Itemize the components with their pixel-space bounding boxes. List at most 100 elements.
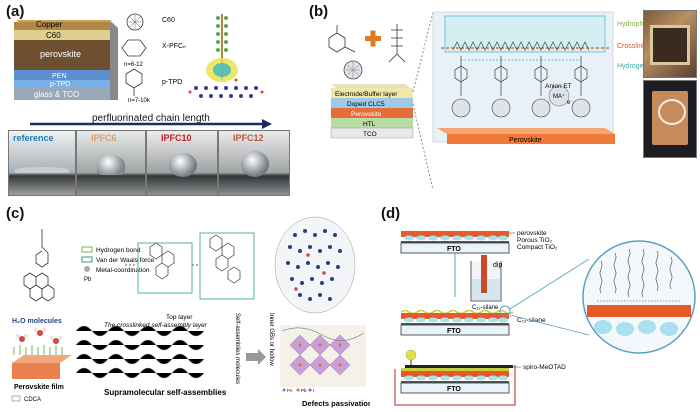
legend-c-vdw: Van der Waals force [96,257,155,264]
crosslink-diagram: Electrode/Buffer layer Doped CLC5 Perovs… [328,11,674,191]
self-assembly-diagram: Hydrogen bond Van der Waals force Metal-… [11,216,370,408]
lightbulb-icon [405,349,417,361]
self-assembly-layer [75,325,205,379]
h2o-molecules [16,328,62,344]
svg-text:I: I [313,388,314,393]
copper-layer [14,22,110,30]
legend-c-pb: Pb [84,277,92,283]
pfc-molecule-icon [121,39,147,57]
ptpd-molecule-icon [125,68,143,96]
label-compact-tio2: Compact TiO₂ [517,244,558,251]
layer-stack [14,20,118,100]
vdw-box-2 [199,232,255,300]
side-label-2: Inner GBs or hollow [268,313,274,366]
cdca-label: CDCA [24,397,41,403]
ma-label: MA⁺ [553,93,565,100]
metal-legend-swatch [84,266,90,272]
dip-label: dip [493,262,502,269]
electron-label: e⁻ [567,100,574,106]
hydrophobic-region [444,15,606,53]
c60-layer [14,30,110,40]
device-bottom [400,365,513,394]
anion-et-label: Anion ET [545,83,572,90]
perovskite-label: perovskite [40,49,81,59]
reactant-molecules [328,24,406,63]
photo-reference: reference [8,130,76,196]
c60-label: C60 [46,31,61,40]
photo-ipfc6: IPFC6 [76,130,146,196]
perovskite-slab [447,134,615,144]
zoom-circle [582,240,696,354]
perovskite-film-block [12,363,60,379]
perovskite-layer [14,40,110,70]
perovskite-lattice [280,325,366,387]
device-middle [400,309,514,336]
film-label: Perovskite film [14,384,64,391]
vdw-box-1 [137,242,193,294]
pfc-n-label: n=6-12 [124,62,144,68]
fullerene-row [451,98,591,118]
copper-label: Copper [36,20,63,29]
fto-label-2: FTO [447,328,461,335]
molecular-chains [452,41,590,96]
pfc-molecule-label: X-PFCₙ [162,43,186,50]
silane-beaker-label: C₁₂-silane [472,305,499,311]
svg-text:Pb: Pb [301,388,307,393]
arrow-right-icon [246,349,266,365]
adsorbed-molecule-render [188,14,264,98]
glass-layer [14,88,110,100]
label-perovskite: perovskite [517,230,547,237]
defects-label: Defects passivation [302,399,370,408]
label-porous-tio2: Porous TiO₂ [517,237,553,244]
hbond-network [149,234,241,284]
photo-label-ipfc12: IPFC12 [233,133,264,143]
panel-c-label: (c) [6,205,25,222]
photo-ipfc10: IPFC10 [146,130,218,196]
c60-molecule-label: C60 [162,17,175,24]
ptpd-layer [14,80,110,88]
pen-label: PEN [52,73,66,80]
lattice-legend: FA Pb I [282,388,314,393]
legend-hydrophobic: Hydrophobic tail [617,21,668,28]
panel-a: (a) Copper C60 perovskite PEN p-TPD glas… [0,0,300,200]
device-photo-top [643,10,697,78]
supra-label: Supramolecular self-assemblies [104,388,227,397]
svg-text:FA: FA [287,388,293,393]
panel-b: (b) Electrode/Buffer layer Doped CLC5 Pe… [305,0,700,200]
photo-label-reference: reference [13,133,54,143]
vdw-legend-swatch [81,256,93,263]
panel-d-label: (d) [381,205,401,222]
chain-length-label: perfluorinated chain length [92,113,210,124]
panel-d: (d) FTO perovskite Porous TiO₂ Compact T… [375,205,700,412]
cdca-molecule [23,229,55,302]
ptpd-molecule-label: p-TPD [162,79,182,86]
panel-a-label: (a) [6,3,25,20]
device-photo-bottom [643,80,697,158]
stack-tco-label: TCO [363,131,377,138]
top-layer-label: Top layer [166,314,193,321]
ma-cation-icon [548,85,570,107]
crosslinked-label: The crosslinked self-assembly layer [104,322,208,329]
dip-beaker [470,255,502,302]
photo-label-ipfc6: IPFC6 [91,133,117,143]
stack-htl-label: HTL [363,121,376,128]
ptpd-n-label: n=7-10k [128,98,151,104]
device-stack-diagram: Copper C60 perovskite PEN p-TPD glass & … [14,13,272,129]
perovskite-slab-label: Perovskite [509,137,542,144]
stack-perovskite-label: Perovskite [351,111,382,118]
device-top [400,231,510,254]
ptpd-label: p-TPD [50,81,70,88]
plus-icon [365,30,381,47]
stack-clc5-label: Doped CLC5 [347,101,385,108]
hbond-legend-swatch [81,246,93,253]
spiro-label: spiro-MeOTAD [523,364,566,371]
photo-label-ipfc10: IPFC10 [161,133,192,143]
device-stack-b [330,84,414,139]
legend-c-hbond: Hydrogen bond [96,247,141,254]
h2o-label: H₂O molecules [12,318,62,325]
side-label-1: Self-assemblies molecules [234,313,240,384]
glass-label: glass & TCO [34,90,79,99]
legend-c-metal: Metal-coordination [96,267,150,274]
pen-layer [14,70,110,80]
stack-electrode-label: Electrode/Buffer layer [335,91,398,98]
